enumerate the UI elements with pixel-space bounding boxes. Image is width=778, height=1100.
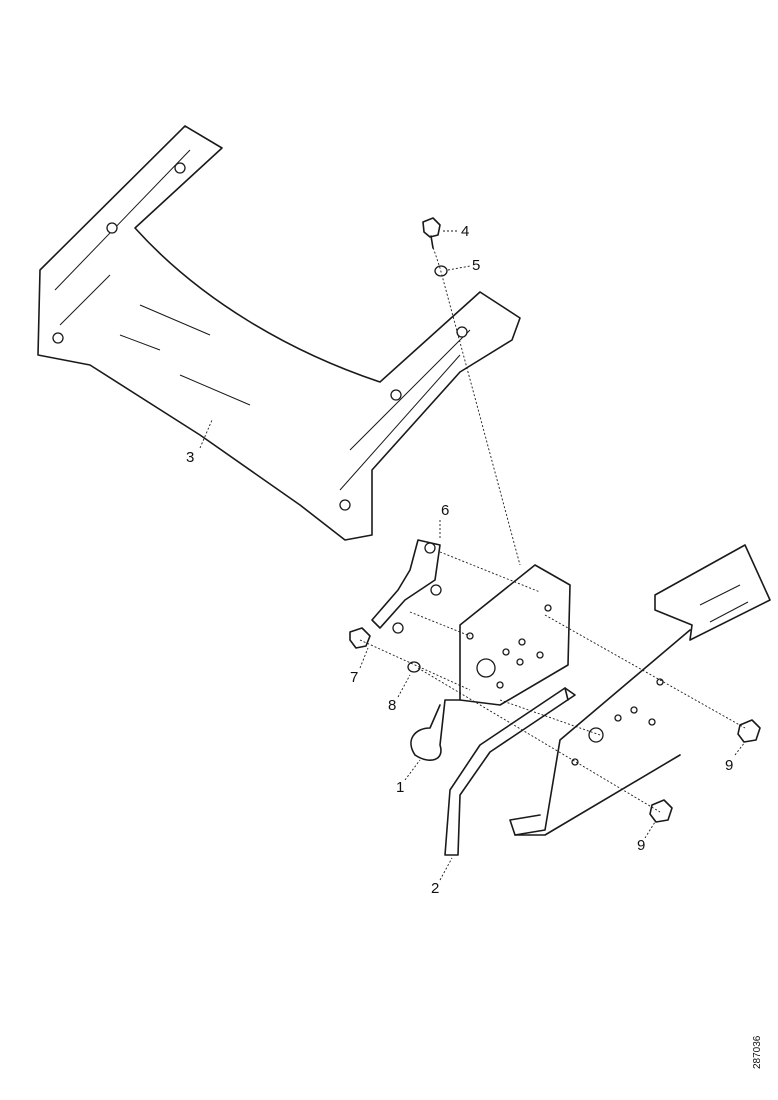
part-4-bolt (422, 217, 441, 249)
part-8-washer (407, 661, 421, 673)
callout-9-right: 9 (725, 757, 733, 774)
callout-4: 4 (461, 223, 469, 240)
callout-5: 5 (472, 257, 480, 274)
callout-3: 3 (186, 449, 194, 466)
callout-leaders (199, 230, 746, 881)
callout-1: 1 (396, 779, 404, 796)
assembly-leader-lines (359, 243, 746, 813)
part-9-nut-lower (649, 799, 673, 823)
part-9-nut-right (737, 719, 761, 743)
callout-6: 6 (441, 502, 449, 519)
callout-7: 7 (350, 669, 358, 686)
callout-2: 2 (431, 880, 439, 897)
part-1-bracket-plate (410, 564, 571, 761)
right-mounting-bracket (509, 544, 771, 836)
callout-9-lower: 9 (637, 837, 645, 854)
part-6-linkage (371, 539, 442, 634)
drawing-reference-code: 287036 (752, 1035, 763, 1069)
part-2-rod-bracket (444, 687, 576, 856)
callout-8: 8 (388, 697, 396, 714)
part-7-bolt (349, 627, 371, 649)
part-3-support-bracket (37, 125, 521, 541)
